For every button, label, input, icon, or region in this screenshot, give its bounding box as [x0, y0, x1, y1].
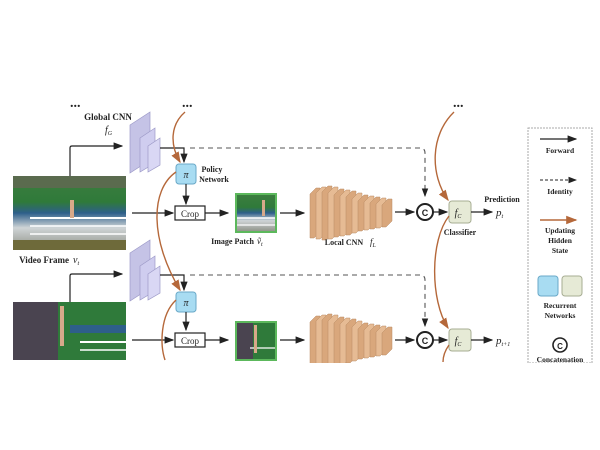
- identity-arrow-t-plus-1: [190, 274, 429, 328]
- legend-identity-label: Identity: [547, 187, 573, 196]
- classifier-label: Classifier: [444, 228, 477, 237]
- crop-label: Crop: [181, 209, 200, 219]
- local-cnn-symbol: fL: [370, 237, 377, 249]
- local-cnn-block: [309, 185, 393, 241]
- identity-arrow-t: [190, 147, 429, 198]
- ellipsis-classifier-top: ...: [453, 96, 464, 111]
- image-patch-symbol: ṽt: [257, 236, 263, 248]
- local-cnn-block-2: [309, 313, 393, 369]
- video-frame-t: [13, 176, 126, 250]
- hidden-state-policy-out-t1: [161, 299, 177, 361]
- concat-symbol-2: C: [422, 336, 429, 346]
- legend-swatch-classifier: [561, 275, 583, 297]
- global-cnn-label: Global CNN: [84, 112, 132, 122]
- legend-forward-label: Forward: [546, 146, 575, 155]
- prediction-t-plus-1: pt+1: [495, 335, 510, 348]
- hidden-state-classifier-out-t1: [442, 344, 450, 363]
- arrow-global-to-policy-2: [160, 274, 188, 292]
- crop-label-2: Crop: [181, 336, 200, 346]
- prediction-label: Prediction: [484, 195, 520, 204]
- video-frame-symbol: vt: [73, 255, 79, 267]
- video-frame-t-plus-1: [13, 302, 126, 360]
- hidden-state-classifier-t-to-t1: [433, 215, 450, 330]
- local-cnn-layer: [381, 326, 393, 356]
- policy-label-line2: Network: [199, 175, 229, 184]
- image-patch-t-plus-1: [235, 321, 277, 361]
- arrow-frame-to-global-cnn: [69, 142, 124, 176]
- global-cnn-block-2: [129, 239, 161, 302]
- hidden-state-classifier-in-t: [434, 111, 455, 202]
- legend-hidden-state-line2: Hidden: [548, 236, 573, 245]
- legend: Forward Identity Updating Hidden State R…: [527, 127, 593, 364]
- legend-concat-label: Concatenation: [537, 355, 584, 364]
- legend-hidden-state-line3: State: [552, 246, 569, 255]
- local-cnn-label: Local CNN: [325, 238, 364, 247]
- concat-symbol: C: [422, 208, 429, 218]
- ellipsis-policy-top: ...: [182, 96, 193, 111]
- policy-symbol-2: π: [183, 298, 189, 309]
- ellipsis-global-top: ...: [70, 96, 81, 111]
- legend-concat-symbol: C: [557, 342, 563, 351]
- local-cnn-layer: [381, 198, 393, 228]
- row-t-plus-1: π Crop C fC pt+1: [13, 171, 510, 369]
- policy-symbol: π: [183, 170, 189, 181]
- legend-swatch-policy: [537, 275, 559, 297]
- image-patch-label: Image Patch: [211, 237, 254, 246]
- legend-recurrent-line2: Networks: [545, 311, 576, 320]
- policy-label-line1: Policy: [202, 165, 223, 174]
- legend-hidden-state-line1: Updating: [545, 226, 575, 235]
- global-cnn-block: [129, 111, 161, 174]
- legend-recurrent-line1: Recurrent: [544, 301, 577, 310]
- classifier-symbol-2: fC: [455, 336, 463, 348]
- prediction-t: pt: [495, 207, 504, 220]
- image-patch-t: [235, 193, 277, 233]
- video-frame-label: Video Frame: [19, 255, 69, 265]
- legend-concat-icon: [552, 337, 568, 353]
- classifier-symbol: fC: [455, 208, 463, 220]
- hidden-state-policy-t-to-t1: [156, 171, 181, 292]
- hidden-state-policy-in-t: [171, 111, 186, 164]
- row-t: ... ... ... Global CNN fG Video Frame vt: [13, 96, 520, 267]
- global-cnn-symbol: fG: [105, 125, 113, 137]
- arrow-global-to-policy: [160, 147, 188, 164]
- bottom-crop-mask: [0, 363, 600, 450]
- arrow-frame-to-global-cnn-2: [69, 270, 124, 302]
